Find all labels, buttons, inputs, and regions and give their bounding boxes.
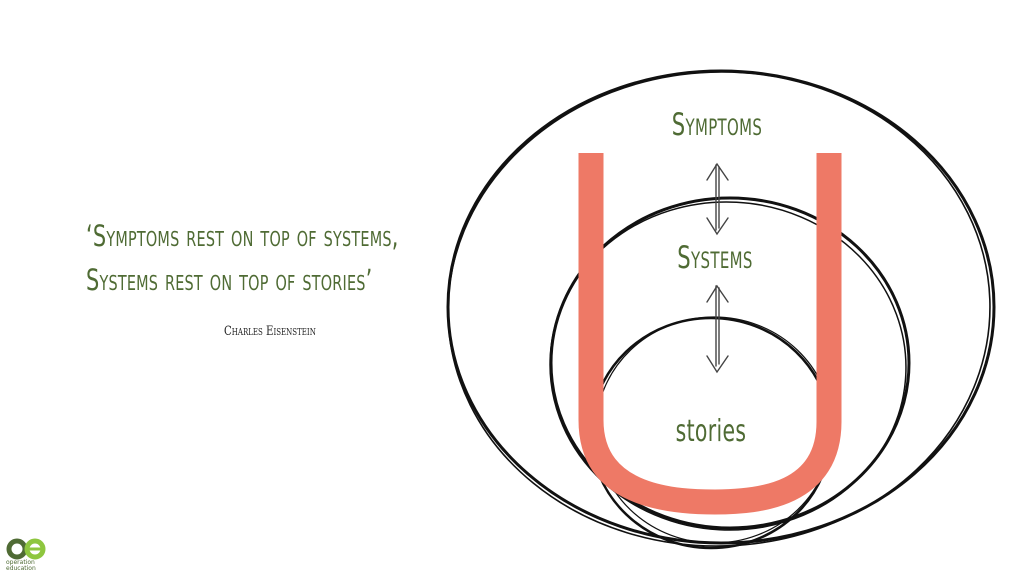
logo-line-2: education [6, 565, 36, 572]
middle-circle [549, 196, 911, 530]
label-symptoms: Symptoms [671, 107, 763, 143]
quote-author: Charles Eisenstein [224, 324, 316, 339]
quote-block: ‘Symptoms rest on top of systems, System… [86, 214, 496, 302]
label-stories: stories [675, 414, 747, 449]
nested-circles-diagram [446, 69, 996, 550]
logo-line-1: operation [6, 559, 35, 566]
quote-line-1: ‘Symptoms rest on top of systems, [86, 219, 399, 253]
double-arrow-icon [706, 284, 729, 374]
middle-circle-sketch [549, 201, 907, 531]
quote-line-2: Systems rest on top of stories’ [86, 263, 373, 297]
logo-text: operation education [6, 560, 36, 572]
label-systems: Systems [677, 240, 753, 276]
double-arrow-icon [706, 162, 729, 236]
u-shape [578, 153, 842, 515]
operation-education-logo [6, 538, 46, 560]
